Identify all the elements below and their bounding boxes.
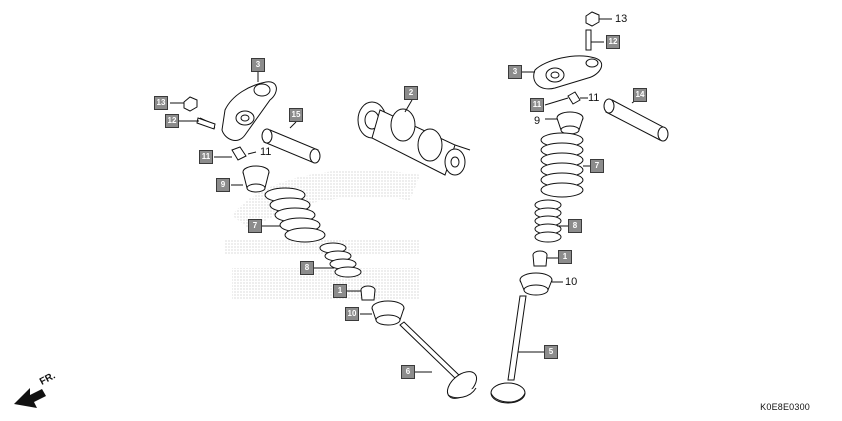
right-retainer xyxy=(556,111,584,135)
callout-right-8: 8 xyxy=(568,219,582,233)
right-adjust-nut-and-screw xyxy=(585,11,600,51)
callout-2: 2 xyxy=(404,86,418,100)
callout-right-13-text: 13 xyxy=(615,13,628,25)
left-retainer xyxy=(242,165,270,193)
left-inner-spring xyxy=(319,242,362,278)
callout-right-11-text: 11 xyxy=(588,92,600,104)
callout-left-8: 8 xyxy=(300,261,314,275)
callout-left-15: 15 xyxy=(289,108,303,122)
right-inner-spring xyxy=(534,199,562,243)
callout-left-10: 10 xyxy=(345,307,359,321)
callout-right-14: 14 xyxy=(633,88,647,102)
callout-right-12: 12 xyxy=(606,35,620,49)
drawing-reference-code: K0E8E0300 xyxy=(760,402,810,412)
callout-left-11: 11 xyxy=(199,150,213,164)
callout-left-9: 9 xyxy=(216,178,230,192)
front-direction-arrow xyxy=(14,388,46,408)
callout-right-3: 3 xyxy=(508,65,522,79)
callout-right-9-text: 9 xyxy=(534,115,541,127)
left-rocker-shaft xyxy=(261,128,321,164)
callout-left-13: 13 xyxy=(154,96,168,110)
right-stem-seal xyxy=(532,250,548,267)
callout-left-7: 7 xyxy=(248,219,262,233)
callout-right-7: 7 xyxy=(590,159,604,173)
right-rocker-shaft xyxy=(603,98,669,142)
callout-right-1: 1 xyxy=(558,250,572,264)
right-valve-seat-washer xyxy=(519,272,553,296)
right-rocker-arm xyxy=(533,55,603,90)
left-outer-spring xyxy=(264,187,326,243)
left-valve-seat-washer xyxy=(371,300,405,326)
left-rocker-arm xyxy=(221,81,277,141)
callout-left-3: 3 xyxy=(251,58,265,72)
left-adjust-nut-and-screw xyxy=(183,96,216,130)
callout-left-6: 6 xyxy=(401,365,415,379)
right-valve xyxy=(490,295,527,404)
left-cotter xyxy=(231,146,247,161)
callout-right-5: 5 xyxy=(544,345,558,359)
camshaft xyxy=(357,101,471,176)
callout-right-10-text: 10 xyxy=(565,276,578,288)
right-outer-spring xyxy=(540,132,584,198)
left-stem-seal xyxy=(360,285,376,301)
left-valve xyxy=(399,321,478,399)
callout-left-11-text: 11 xyxy=(260,146,272,158)
right-cotter xyxy=(567,91,581,105)
callout-right-11: 11 xyxy=(530,98,544,112)
callout-left-1: 1 xyxy=(333,284,347,298)
callout-left-12: 12 xyxy=(165,114,179,128)
